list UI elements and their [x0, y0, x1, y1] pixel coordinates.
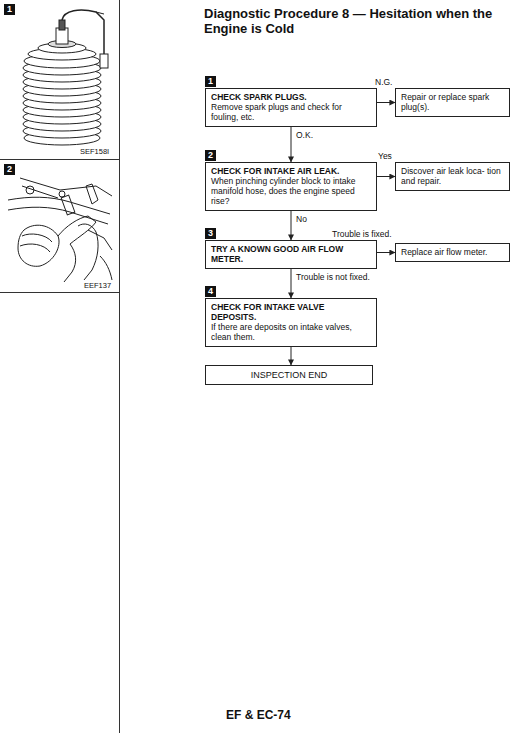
edge-label: O.K.: [295, 130, 314, 140]
action-box: Discover air leak loca- tion and repair.: [395, 162, 510, 191]
step-heading: CHECK FOR INTAKE VALVE DEPOSITS.: [211, 302, 371, 322]
edge-label: Yes: [377, 151, 393, 161]
box-text: When pinching cylinder block to intake m…: [211, 176, 371, 206]
flow-connector: [377, 252, 395, 253]
flow-connector: [291, 211, 292, 240]
process-box: TRY A KNOWN GOOD AIR FLOW METER.: [205, 240, 377, 269]
callout-number: 1: [4, 4, 15, 15]
process-box: CHECK FOR INTAKE AIR LEAK.When pinching …: [205, 162, 377, 211]
page-rules: [0, 0, 120, 733]
intake-hose-figure: [8, 178, 112, 282]
step-heading: TRY A KNOWN GOOD AIR FLOW METER.: [211, 244, 371, 264]
box-text: Repair or replace spark plug(s).: [401, 92, 504, 112]
box-text: Replace air flow meter.: [401, 247, 504, 257]
flow-connector: [291, 269, 292, 298]
step-heading: CHECK FOR INTAKE AIR LEAK.: [211, 166, 371, 176]
edge-label: Trouble is fixed.: [331, 229, 393, 239]
page-number: EF & EC-74: [226, 708, 291, 722]
action-box: Repair or replace spark plug(s).: [395, 88, 510, 117]
figure-code: SEF158I: [80, 147, 109, 157]
step-number: 2: [205, 150, 216, 161]
process-box: CHECK SPARK PLUGS.Remove spark plugs and…: [205, 88, 377, 127]
figure-code: EEF137: [84, 281, 111, 291]
end-box: INSPECTION END: [205, 365, 373, 385]
page-title: Diagnostic Procedure 8 — Hesitation when…: [204, 6, 510, 36]
step-heading: CHECK SPARK PLUGS.: [211, 92, 371, 102]
spark-plug-figure: [23, 10, 108, 145]
flow-connector: [291, 127, 292, 162]
box-text: If there are deposits on intake valves, …: [211, 322, 371, 342]
flow-connector: [377, 102, 395, 103]
step-number: 4: [205, 286, 216, 297]
edge-label: N.G.: [374, 77, 393, 87]
box-text: INSPECTION END: [211, 370, 367, 380]
box-text: Remove spark plugs and check for fouling…: [211, 102, 371, 122]
box-text: Discover air leak loca- tion and repair.: [401, 166, 504, 186]
process-box: CHECK FOR INTAKE VALVE DEPOSITS.If there…: [205, 298, 377, 347]
flow-connector: [291, 347, 292, 365]
step-number: 1: [205, 76, 216, 87]
edge-label: Trouble is not fixed.: [295, 272, 371, 282]
callout-number: 2: [4, 164, 15, 175]
step-number: 3: [205, 228, 216, 239]
action-box: Replace air flow meter.: [395, 243, 510, 262]
flow-connector: [377, 176, 395, 177]
edge-label: No: [295, 214, 308, 224]
